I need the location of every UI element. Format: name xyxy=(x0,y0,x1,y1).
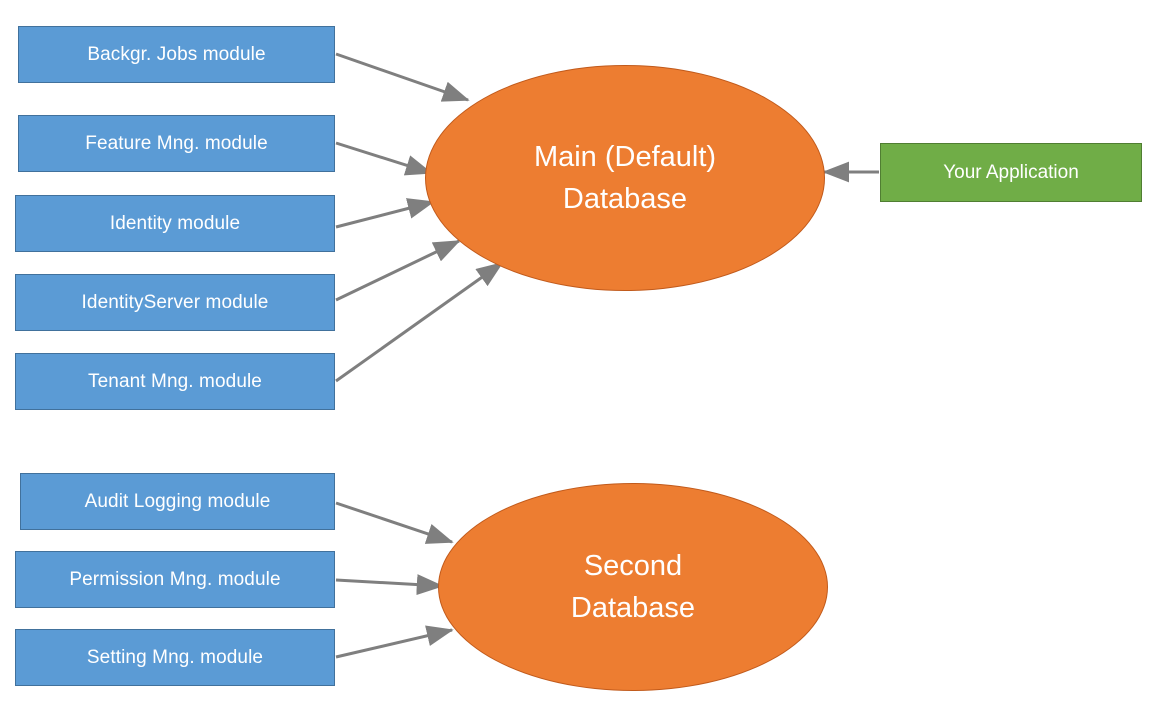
module-label-permission-management: Permission Mng. module xyxy=(69,568,281,590)
database-label-second: Second Database xyxy=(570,549,696,624)
database-label-main: Main (Default) Database xyxy=(533,140,717,215)
module-node-feature-management[interactable]: Feature Mng. module xyxy=(18,115,335,172)
module-node-tenant-management[interactable]: Tenant Mng. module xyxy=(15,353,335,410)
edge-identity-to-main xyxy=(335,198,435,229)
module-node-permission-management[interactable]: Permission Mng. module xyxy=(15,551,335,608)
database-node-second[interactable]: Second Database xyxy=(438,483,828,691)
module-label-audit-logging: Audit Logging module xyxy=(84,490,271,512)
module-label-setting-management: Setting Mng. module xyxy=(86,646,264,668)
edge-setting-management-to-second xyxy=(335,625,454,659)
module-label-feature-management: Feature Mng. module xyxy=(85,132,268,154)
edge-permission-management-to-second xyxy=(335,574,444,596)
database-node-main[interactable]: Main (Default) Database xyxy=(425,65,825,291)
module-node-audit-logging[interactable]: Audit Logging module xyxy=(20,473,335,530)
module-node-background-jobs[interactable]: Backgr. Jobs module xyxy=(18,26,335,83)
edge-background-jobs-to-main xyxy=(335,52,470,102)
module-label-background-jobs: Backgr. Jobs module xyxy=(87,43,266,65)
edge-identity-server-to-main xyxy=(335,239,461,302)
module-node-identity[interactable]: Identity module xyxy=(15,195,335,252)
module-node-identity-server[interactable]: IdentityServer module xyxy=(15,274,335,331)
edge-audit-logging-to-second xyxy=(335,501,454,544)
application-node[interactable]: Your Application xyxy=(880,143,1142,202)
module-label-identity: Identity module xyxy=(109,212,241,234)
module-label-tenant-management: Tenant Mng. module xyxy=(88,370,262,392)
application-label: Your Application xyxy=(943,161,1079,183)
module-node-setting-management[interactable]: Setting Mng. module xyxy=(15,629,335,686)
module-label-identity-server: IdentityServer module xyxy=(81,291,269,313)
edge-feature-management-to-main xyxy=(335,141,433,176)
edge-tenant-management-to-main xyxy=(335,261,504,383)
